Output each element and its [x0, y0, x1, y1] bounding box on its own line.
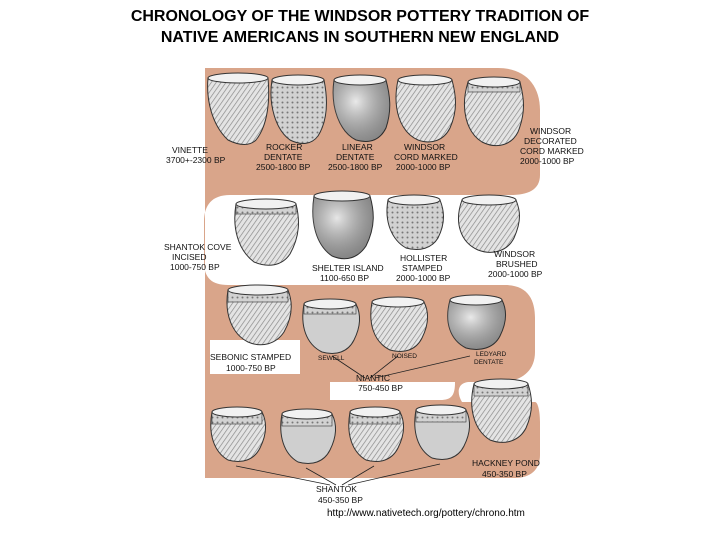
label-hollister-2: STAMPED: [402, 263, 442, 273]
pot-hackney-pond: [471, 378, 532, 443]
label-sewell: SEWELL: [318, 355, 345, 362]
pot-windsor-decorated: [464, 76, 524, 147]
label-sebonic: SEBONIC STAMPED: [210, 352, 291, 362]
label-wdec-2: DECORATED: [524, 136, 577, 146]
label-linear-2: DENTATE: [336, 152, 375, 162]
date-linear: 2500-1800 BP: [328, 162, 383, 172]
label-scove-2: INCISED: [172, 252, 206, 262]
title-line-2: NATIVE AMERICANS IN SOUTHERN NEW ENGLAND: [160, 29, 560, 46]
date-hollister: 2000-1000 BP: [396, 273, 451, 283]
pot-shantok-4: [414, 404, 470, 460]
date-shantok: 450-350 BP: [318, 495, 363, 505]
label-niantic: NIANTIC: [356, 373, 390, 383]
pointer-lines: [235, 355, 471, 486]
label-hollister-1: HOLLISTER: [400, 253, 447, 263]
date-vinette: 3700+-2300 BP: [166, 155, 226, 165]
pot-rocker-dentate: [270, 74, 327, 144]
date-wbrushed: 2000-1000 BP: [488, 269, 543, 279]
date-rocker: 2500-1800 BP: [256, 162, 311, 172]
label-vinette: VINETTE: [172, 145, 208, 155]
pot-shantok-2: [280, 408, 336, 464]
pot-shantok-cove: [234, 198, 299, 266]
label-scove-1: SHANTOK COVE: [164, 242, 232, 252]
label-wdec-3: CORD MARKED: [520, 146, 584, 156]
pot-sebonic-stamped: [226, 284, 292, 346]
label-noised: NOISED: [392, 353, 417, 360]
title-line-1: CHRONOLOGY OF THE WINDSOR POTTERY TRADIT…: [130, 8, 590, 25]
pot-vinette: [207, 72, 270, 145]
date-wdec: 2000-1000 BP: [520, 156, 575, 166]
date-sebonic: 1000-750 BP: [226, 363, 276, 373]
pot-ledyard: [447, 294, 506, 350]
label-hackney: HACKNEY POND: [472, 458, 540, 468]
date-sisland: 1100-650 BP: [320, 273, 369, 283]
pot-shantok-3: [348, 406, 404, 462]
label-rocker-2: DENTATE: [264, 152, 303, 162]
pot-shantok-1: [210, 406, 266, 462]
label-wbrushed-2: BRUSHED: [496, 259, 538, 269]
pot-windsor-cord-marked: [395, 74, 456, 143]
page-title: CHRONOLOGY OF THE WINDSOR POTTERY TRADIT…: [0, 6, 720, 48]
date-hackney: 450-350 BP: [482, 469, 527, 479]
date-wcord: 2000-1000 BP: [396, 162, 451, 172]
source-url: http://www.nativetech.org/pottery/chrono…: [327, 508, 525, 519]
label-rocker-1: ROCKER: [266, 142, 302, 152]
label-wcord-1: WINDSOR: [404, 142, 445, 152]
label-shantok: SHANTOK: [316, 484, 357, 494]
label-wbrushed-1: WINDSOR: [494, 249, 535, 259]
pot-windsor-brushed: [458, 194, 520, 253]
label-wdec-1: WINDSOR: [530, 126, 571, 136]
pot-shelter-island: [312, 190, 374, 260]
label-wcord-2: CORD MARKED: [394, 152, 458, 162]
date-scove: 1000-750 BP: [170, 262, 220, 272]
pot-sewell: [302, 298, 360, 354]
pot-linear-dentate: [332, 74, 391, 142]
label-ledyard: LEDYARD: [476, 351, 507, 358]
label-linear-1: LINEAR: [342, 142, 373, 152]
date-niantic: 750-450 BP: [358, 383, 403, 393]
pot-hollister-stamped: [386, 194, 444, 251]
label-sisland: SHELTER ISLAND: [312, 263, 384, 273]
label-ledyard-dentate: DENTATE: [474, 359, 504, 366]
pot-noised: [370, 296, 428, 352]
chronology-band: [162, 68, 540, 478]
